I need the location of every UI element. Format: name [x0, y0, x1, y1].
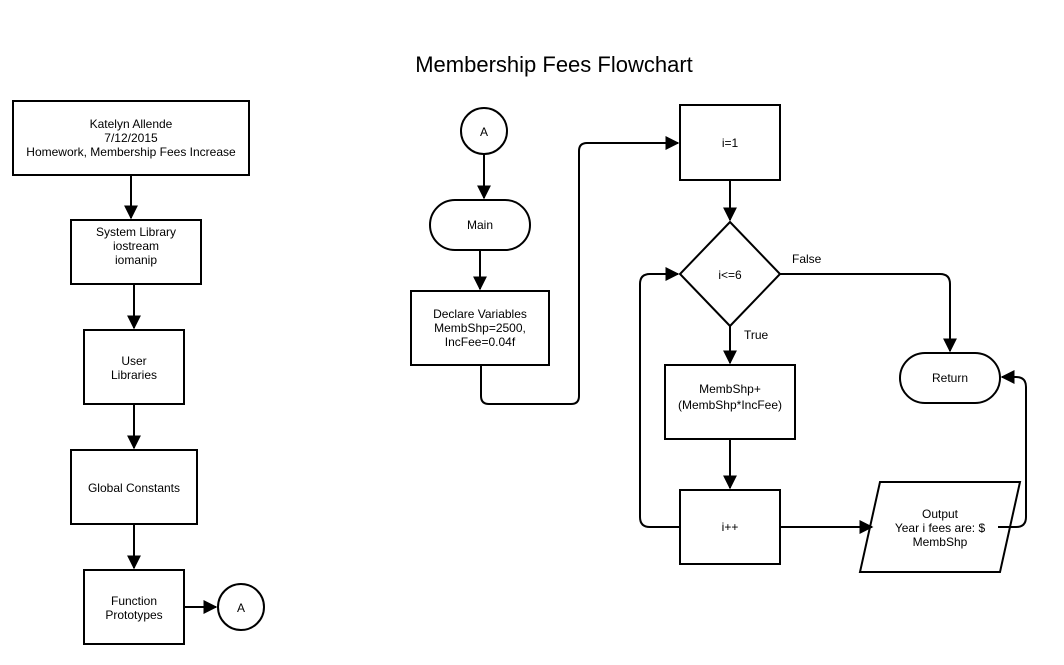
header-line-1: Katelyn Allende [90, 117, 173, 131]
system-library-node: System Library iostream iomanip [70, 219, 202, 285]
edge-output-to-return [998, 370, 1027, 528]
system-library-line-1: System Library [96, 225, 176, 239]
system-library-line-3: iomanip [115, 253, 157, 267]
output-line-1: Output [922, 507, 959, 521]
false-label: False [792, 252, 822, 266]
connector-a-in-label: A [480, 125, 488, 139]
global-constants-label: Global Constants [88, 481, 180, 495]
connector-a-out-label: A [237, 601, 245, 615]
return-label: Return [932, 371, 968, 385]
increment-node: i++ [679, 489, 781, 565]
declare-line-3: IncFee=0.04f [445, 335, 516, 349]
main-label: Main [467, 218, 493, 232]
user-libraries-line-2: Libraries [111, 368, 157, 382]
declare-variables-node: Declare Variables MembShp=2500, IncFee=0… [410, 290, 550, 366]
return-node: Return [899, 352, 1001, 404]
edge-condition-false [780, 273, 957, 353]
header-line-3: Homework, Membership Fees Increase [26, 145, 236, 159]
header-line-2: 7/12/2015 [104, 131, 158, 145]
declare-line-2: MembShp=2500, [434, 321, 526, 335]
output-line-3: MembShp [913, 535, 968, 549]
connector-a-in: A [460, 107, 508, 155]
update-node: MembShp+ (MembShp*IncFee) [664, 364, 796, 440]
main-node: Main [429, 199, 531, 251]
declare-line-1: Declare Variables [433, 307, 527, 321]
function-prototypes-line-2: Prototypes [105, 608, 162, 622]
output-line-2: Year i fees are: $ [895, 521, 986, 535]
condition-label: i<=6 [718, 268, 742, 282]
user-libraries-node: User Libraries [83, 329, 185, 405]
edge-loop-back [639, 267, 680, 528]
global-constants-node: Global Constants [70, 449, 198, 525]
function-prototypes-line-1: Function [111, 594, 157, 608]
output-node: Output Year i fees are: $ MembShp [858, 481, 1022, 573]
user-libraries-line-1: User [121, 354, 146, 368]
update-line-1: MembShp+ [699, 382, 761, 396]
header-node: Katelyn Allende 7/12/2015 Homework, Memb… [12, 100, 250, 176]
function-prototypes-node: Function Prototypes [83, 569, 185, 645]
system-library-line-2: iostream [113, 239, 159, 253]
init-label: i=1 [722, 136, 739, 150]
edge-declare-to-init [480, 136, 680, 405]
update-line-2: (MembShp*IncFee) [678, 398, 782, 412]
diagram-title: Membership Fees Flowchart [415, 52, 693, 77]
condition-node: i<=6 [678, 220, 782, 328]
init-node: i=1 [679, 104, 781, 181]
increment-label: i++ [722, 520, 739, 534]
connector-a-out: A [217, 583, 265, 631]
true-label: True [744, 328, 769, 342]
